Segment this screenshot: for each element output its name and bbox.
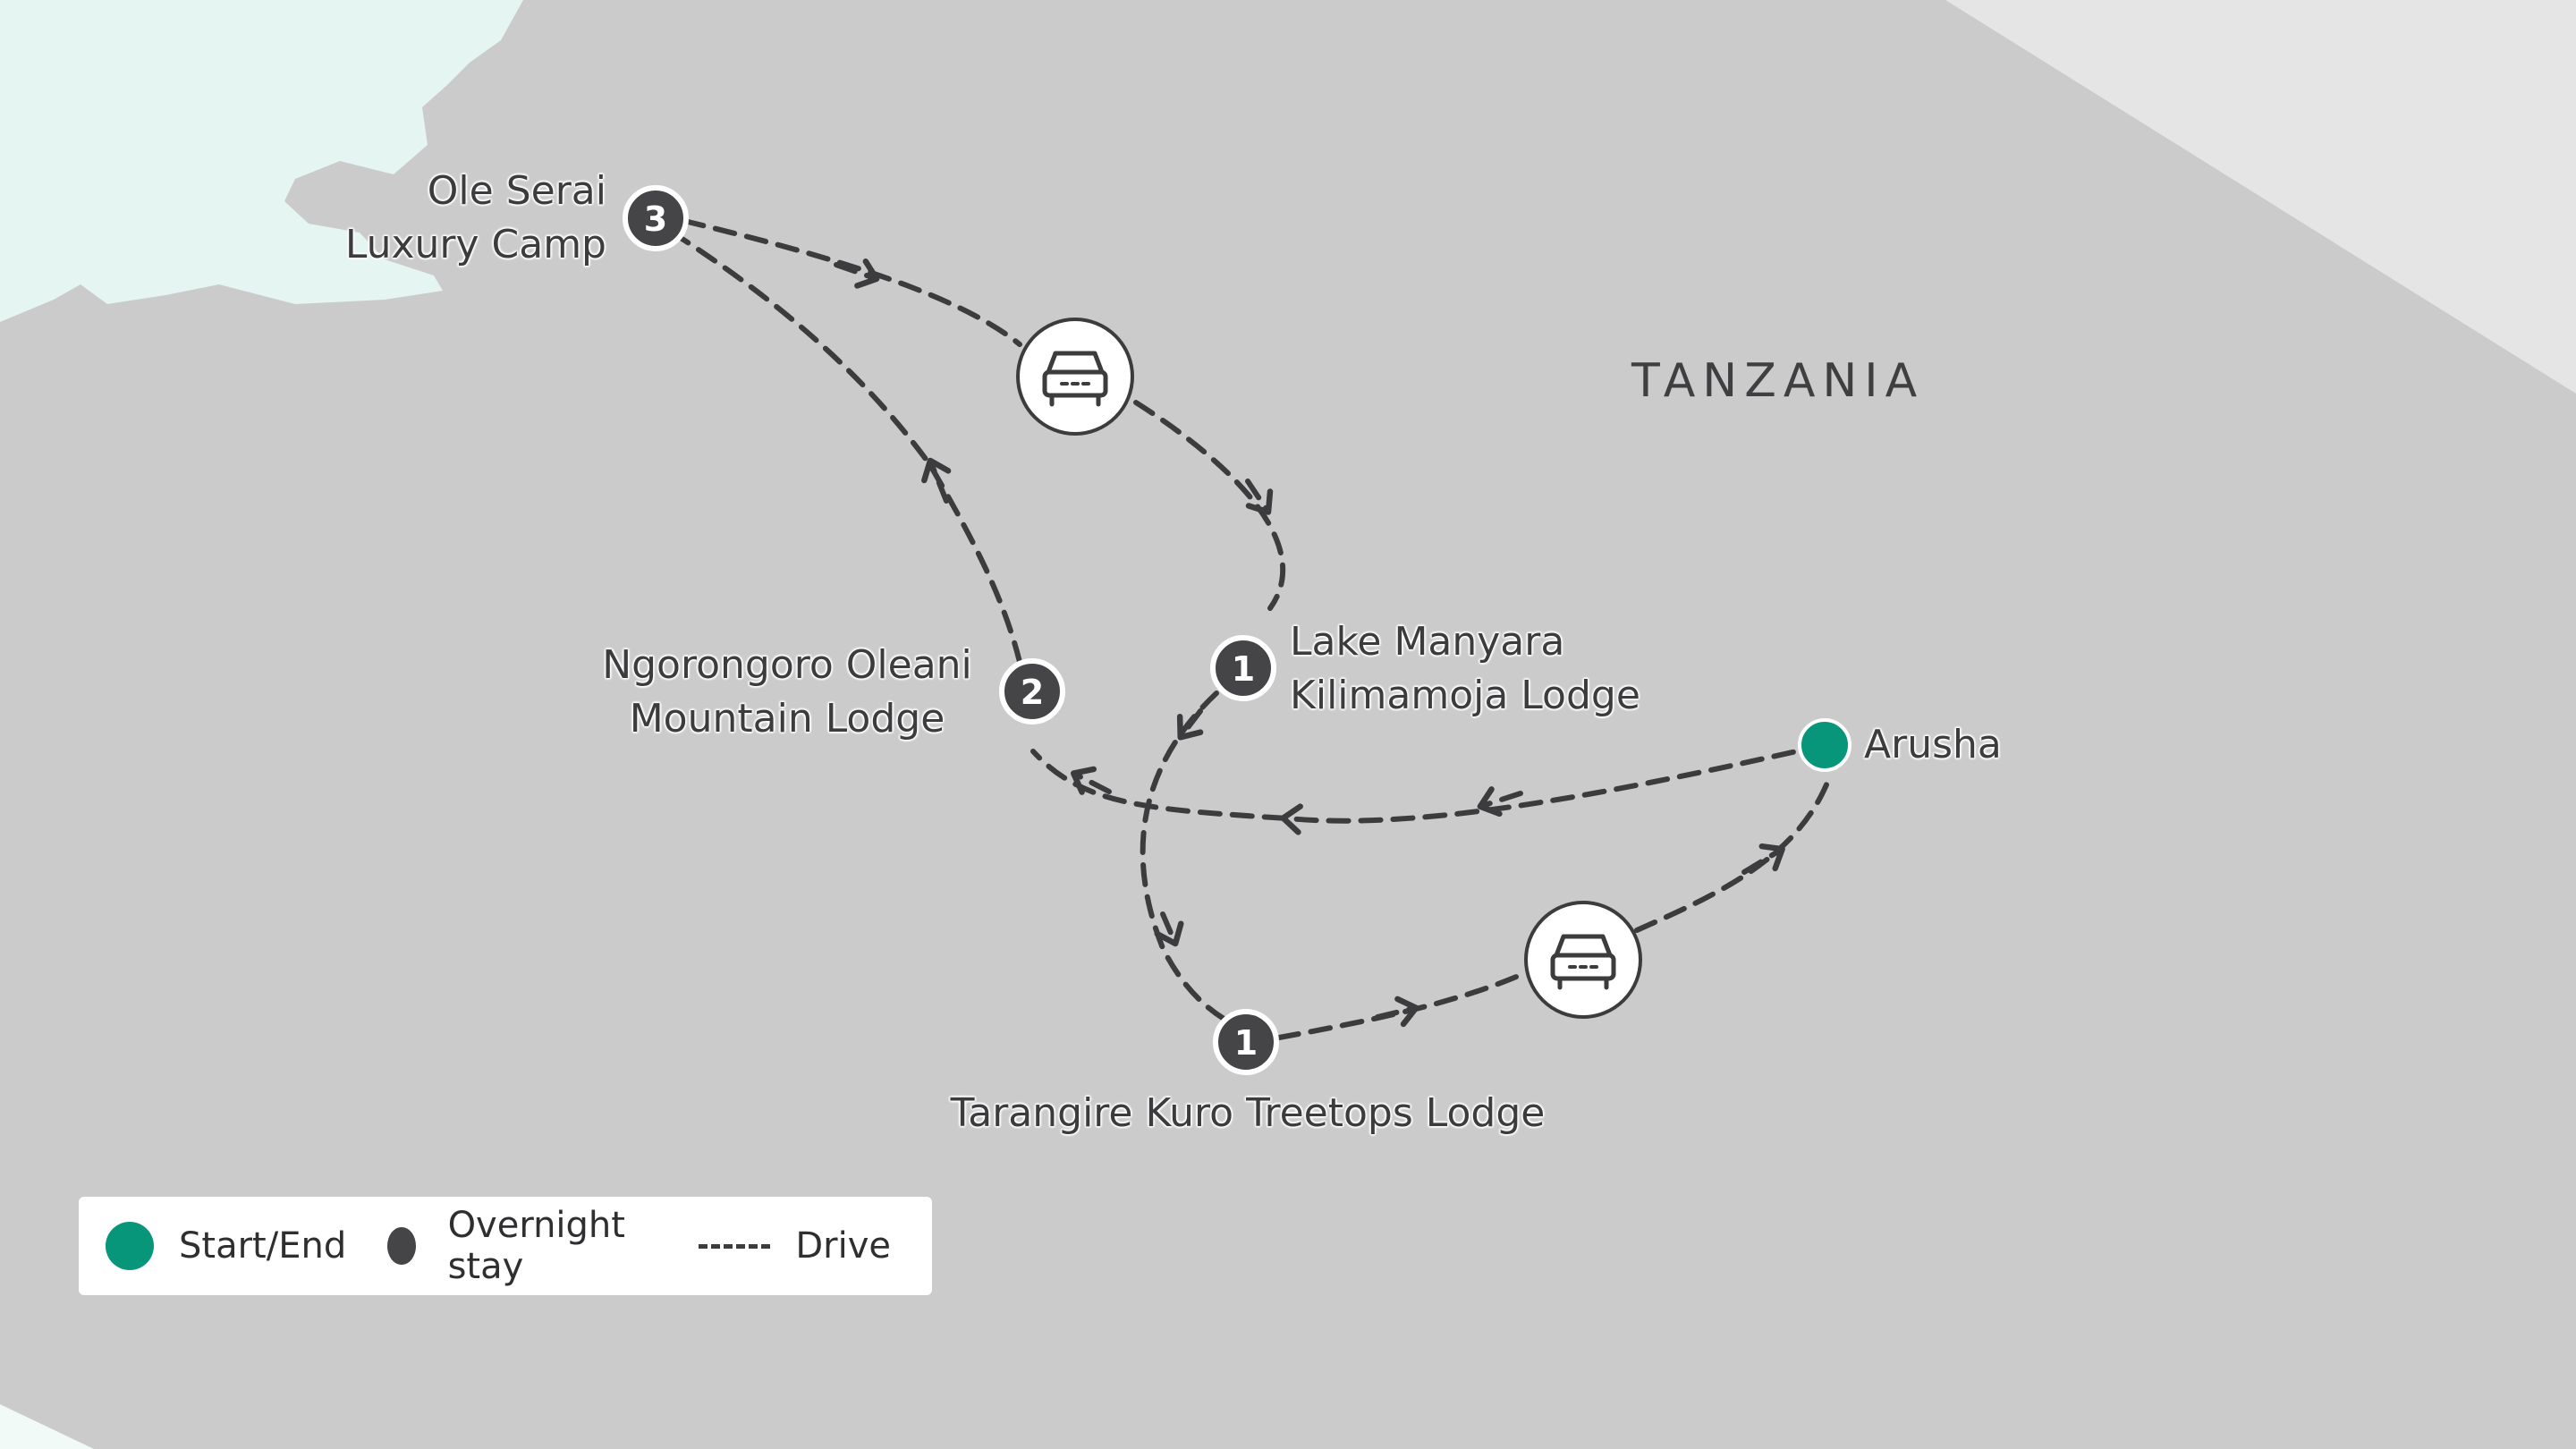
route-manyara-tarangire — [1140, 691, 1228, 1022]
route-tarangire-car — [1276, 972, 1523, 1040]
marker-ole-serai-nights: 3 — [644, 199, 667, 239]
marker-tarangire-nights: 1 — [1234, 1023, 1258, 1063]
route-ngorongoro-oleserai — [673, 232, 1022, 665]
legend-drive: Drive — [686, 1225, 891, 1267]
marker-ngorongoro-nights: 2 — [1021, 673, 1044, 712]
country-label: TANZANIA — [1631, 354, 1925, 408]
label-arusha: Arusha — [1864, 718, 2002, 772]
legend-overnight-dot — [387, 1227, 416, 1265]
map-legend: Start/End Overnight stay Drive — [79, 1197, 932, 1295]
legend-start-end-label: Start/End — [179, 1225, 347, 1267]
car-icon-south — [1524, 901, 1642, 1019]
legend-drive-label: Drive — [795, 1225, 891, 1267]
lake-water — [0, 0, 523, 322]
label-lake-manyara: Lake Manyara Kilimamoja Lodge — [1290, 615, 1640, 723]
marker-ngorongoro[interactable]: 2 — [999, 658, 1065, 724]
route-arusha-ngorongoro — [1030, 742, 1827, 835]
route-car-arusha — [1634, 775, 1832, 933]
label-ole-serai-line1: Ole Serai — [427, 168, 606, 214]
label-lake-manyara-line2: Kilimamoja Lodge — [1290, 673, 1640, 718]
label-ole-serai: Ole Serai Luxury Camp — [295, 165, 606, 272]
marker-lake-manyara[interactable]: 1 — [1210, 635, 1276, 701]
legend-overnight-label: Overnight stay — [447, 1205, 625, 1287]
legend-overnight: Overnight stay — [387, 1205, 645, 1287]
marker-lake-manyara-nights: 1 — [1232, 649, 1255, 689]
label-arusha-line1: Arusha — [1864, 722, 2002, 767]
route-car-manyara — [1133, 400, 1286, 611]
label-ngorongoro: Ngorongoro Oleani Mountain Lodge — [590, 639, 984, 746]
marker-ole-serai[interactable]: 3 — [623, 185, 689, 251]
label-ngorongoro-line2: Mountain Lodge — [629, 696, 945, 741]
marker-tarangire[interactable]: 1 — [1213, 1009, 1279, 1075]
route-oleserai-car — [682, 218, 1022, 347]
legend-start-end: Start/End — [106, 1222, 346, 1270]
car-icon-north — [1016, 318, 1134, 436]
label-tarangire-line1: Tarangire Kuro Treetops Lodge — [950, 1090, 1546, 1136]
legend-start-end-dot — [106, 1222, 154, 1270]
label-lake-manyara-line1: Lake Manyara — [1290, 619, 1565, 665]
neighbor-region — [1945, 0, 2576, 394]
label-ngorongoro-line1: Ngorongoro Oleani — [602, 642, 972, 688]
water-corner — [0, 1404, 94, 1449]
label-tarangire: Tarangire Kuro Treetops Lodge — [903, 1087, 1592, 1140]
marker-arusha[interactable] — [1798, 718, 1852, 772]
label-ole-serai-line2: Luxury Camp — [344, 222, 606, 267]
legend-drive-dash — [699, 1243, 771, 1249]
drive-routes — [673, 218, 1832, 1040]
